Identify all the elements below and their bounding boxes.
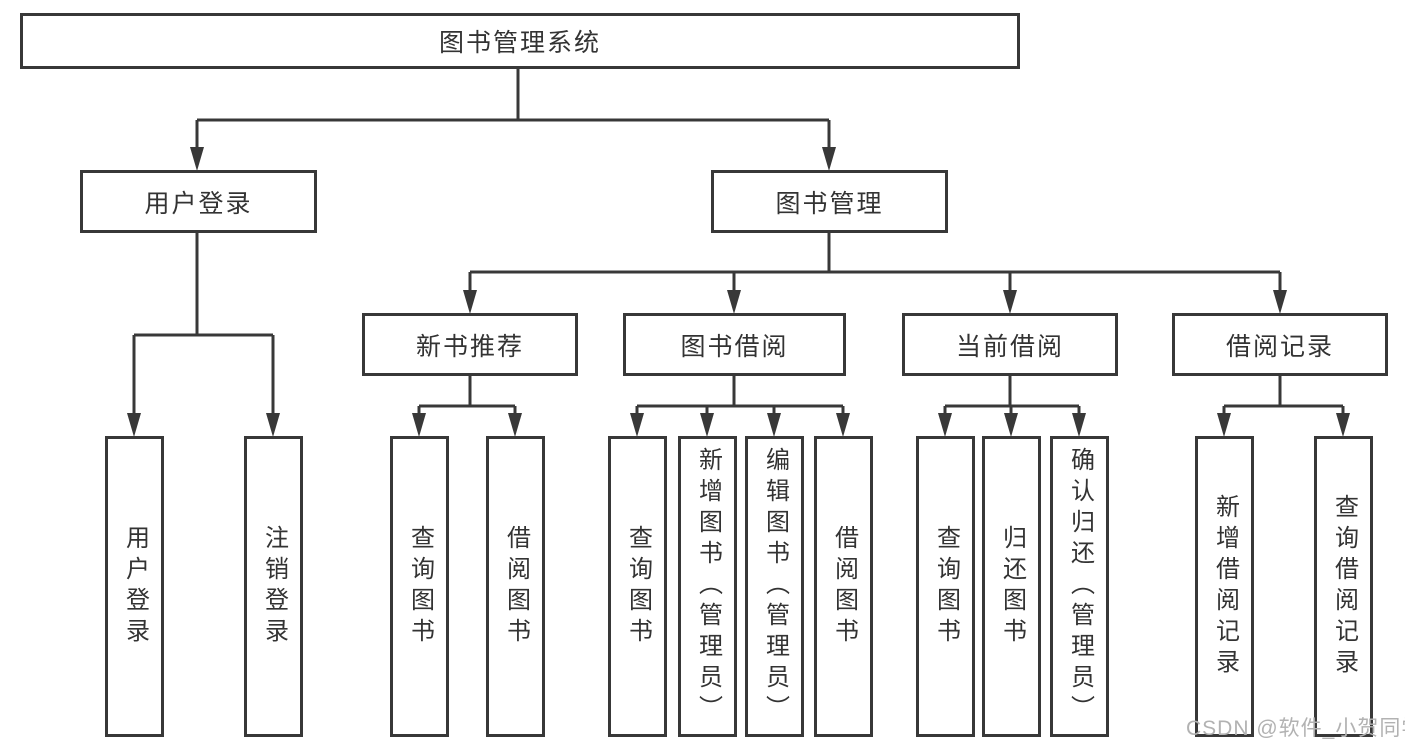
arrow-down-icon [1072,413,1086,437]
arrow-down-icon [190,147,204,171]
connector-new-book [417,376,517,416]
leaf-query-borrow-record-label: 查询借阅记录 [1330,493,1358,680]
arrow-down-icon [767,413,781,437]
leaf-add-books-admin: 新增图书（管理员） [678,436,737,737]
arrow-down-icon [727,290,741,314]
node-book-borrowing-label: 图书借阅 [680,332,789,361]
leaf-confirm-return-admin: 确认归还（管理员） [1050,436,1109,737]
connector-book-management [468,233,1282,292]
node-user-login-label: 用户登录 [144,189,253,218]
arrow-down-icon [463,290,477,314]
watermark: CSDN @软件_小贺同学 [1186,717,1405,740]
leaf-edit-books-admin-label: 编辑图书（管理员） [761,447,789,726]
node-new-book-recommendation: 新书推荐 [362,313,578,376]
leaf-borrow-books-recommend: 借阅图书 [486,436,545,737]
arrow-down-icon [1217,413,1231,437]
leaf-add-books-admin-label: 新增图书（管理员） [694,447,722,726]
node-library-system-label: 图书管理系统 [438,29,601,57]
arrow-down-icon [822,147,836,171]
arrow-down-icon [266,413,280,437]
node-current-borrowing: 当前借阅 [902,313,1118,376]
leaf-user-login: 用户登录 [105,436,164,737]
arrow-down-icon [127,413,141,437]
leaf-query-books-recommend-label: 查询图书 [406,524,434,649]
leaf-edit-books-admin: 编辑图书（管理员） [745,436,804,737]
arrow-down-icon [938,413,952,437]
leaf-query-borrow-record: 查询借阅记录 [1314,436,1373,737]
leaf-borrow-books-recommend-label: 借阅图书 [502,524,530,649]
arrow-down-icon [1273,290,1287,314]
leaf-logout-login: 注销登录 [244,436,303,737]
leaf-borrow-books-borrowing-label: 借阅图书 [830,524,858,649]
arrow-down-icon [700,413,714,437]
connector-user-login [132,233,275,416]
leaf-borrow-books-borrowing: 借阅图书 [814,436,873,737]
leaf-query-books-borrowing: 查询图书 [608,436,667,737]
leaf-query-books-recommend: 查询图书 [390,436,449,737]
node-user-login: 用户登录 [80,170,317,233]
arrow-down-icon [836,413,850,437]
leaf-query-books-borrowing-label: 查询图书 [624,524,652,649]
arrow-down-icon [508,413,522,437]
arrow-down-icon [412,413,426,437]
leaf-return-books-label: 归还图书 [998,524,1026,649]
node-library-system: 图书管理系统 [20,13,1020,69]
connector-borrow-records [1222,376,1345,416]
leaf-confirm-return-admin-label: 确认归还（管理员） [1066,447,1094,726]
node-book-management: 图书管理 [711,170,948,233]
node-new-book-recommendation-label: 新书推荐 [415,332,524,361]
connector-root [195,68,831,150]
connector-current-borrowing [943,376,1081,416]
leaf-query-books-current-label: 查询图书 [932,524,960,649]
node-book-borrowing: 图书借阅 [623,313,846,376]
arrow-down-icon [1003,290,1017,314]
leaf-logout-login-label: 注销登录 [260,524,288,649]
leaf-add-borrow-record: 新增借阅记录 [1195,436,1254,737]
node-book-management-label: 图书管理 [775,189,884,218]
connector-book-borrowing [635,376,845,416]
arrowheads [127,147,1350,437]
node-current-borrowing-label: 当前借阅 [955,332,1064,361]
leaf-return-books: 归还图书 [982,436,1041,737]
node-borrowing-records: 借阅记录 [1172,313,1388,376]
arrow-down-icon [630,413,644,437]
leaf-add-borrow-record-label: 新增借阅记录 [1211,493,1239,680]
arrow-down-icon [1004,413,1018,437]
arrow-down-icon [1336,413,1350,437]
leaf-user-login-label: 用户登录 [121,524,149,649]
leaf-query-books-current: 查询图书 [916,436,975,737]
node-borrowing-records-label: 借阅记录 [1225,332,1334,361]
